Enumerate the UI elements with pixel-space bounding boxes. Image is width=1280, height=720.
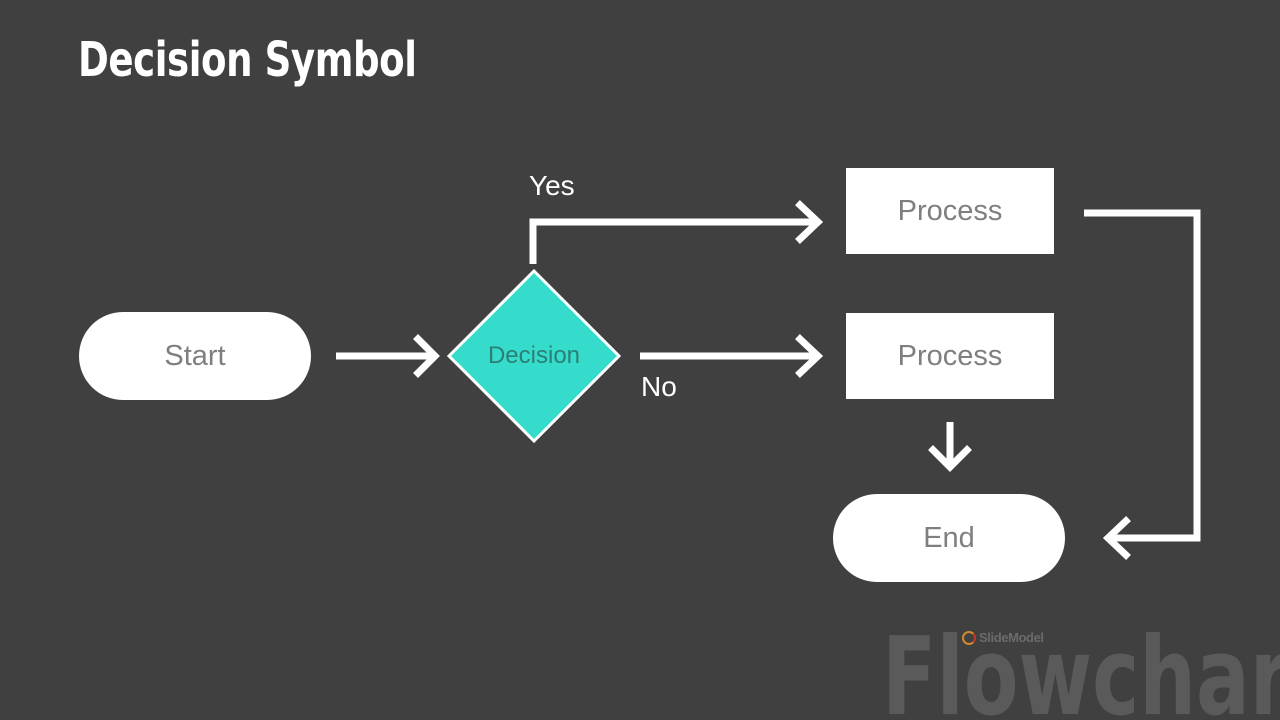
process-box-bottom[interactable]: Process <box>846 313 1054 399</box>
arrow-no-to-process <box>640 334 824 378</box>
end-terminator[interactable]: End <box>833 494 1065 582</box>
yes-branch-label: Yes <box>529 170 575 201</box>
process-box-top[interactable]: Process <box>846 168 1054 254</box>
arrow-start-to-decision <box>336 334 440 378</box>
slidemodel-logo-icon <box>962 630 976 645</box>
decision-diamond[interactable] <box>446 268 622 444</box>
process-bottom-label: Process <box>897 339 1003 372</box>
brand-name: SlideModel <box>979 630 1044 645</box>
no-branch-label: No <box>641 371 677 402</box>
start-terminator[interactable]: Start <box>79 312 311 400</box>
brand-mark: SlideModel <box>962 630 1044 645</box>
end-label: End <box>923 521 975 554</box>
decision-label: Decision <box>487 342 581 369</box>
flowchart-watermark: Flowchart <box>882 615 1280 720</box>
process-top-label: Process <box>897 194 1003 227</box>
start-label: Start <box>164 339 226 372</box>
arrow-process-to-end <box>928 422 972 472</box>
arrow-yes-to-process <box>529 200 824 264</box>
slide-title: Decision Symbol <box>78 32 417 88</box>
arrow-process-top-to-end <box>1084 209 1201 560</box>
